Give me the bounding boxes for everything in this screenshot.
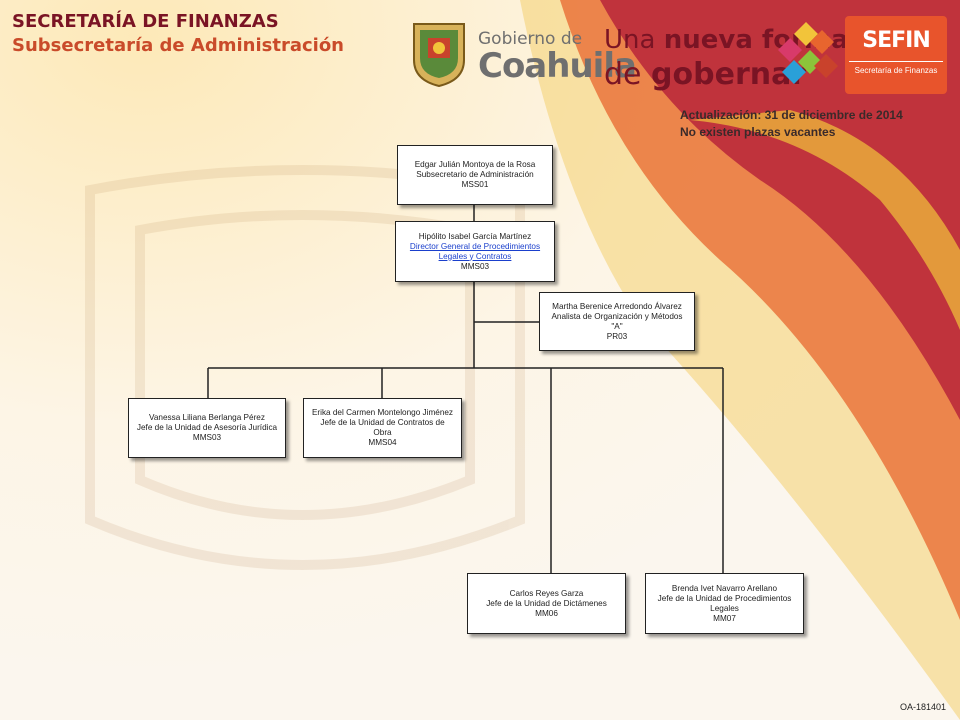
sefin-name: SEFIN (862, 28, 931, 53)
org-box-subsecretario: Edgar Julián Montoya de la Rosa Subsecre… (397, 145, 553, 205)
sefin-logo: SEFIN Secretaría de Finanzas (845, 16, 947, 94)
contratos-code: MMS04 (368, 438, 397, 447)
director-name: Hipólito Isabel García Martínez (418, 231, 532, 241)
procedimientos-title-line2: Legales (710, 603, 739, 613)
sefin-subtitle: Secretaría de Finanzas (854, 66, 938, 75)
slogan-logo: Una nueva forma de gobernar (604, 24, 849, 95)
root-name: Edgar Julián Montoya de la Rosa (414, 160, 536, 169)
contratos-name: Erika del Carmen Montelongo Jiménez (311, 408, 454, 417)
org-box-contratos-obra: Erika del Carmen Montelongo Jiménez Jefe… (303, 398, 462, 458)
director-title-line1: Director General de Procedimientos (409, 241, 541, 251)
root-code: MSS01 (461, 180, 489, 189)
update-note: Actualización: 31 de diciembre de 2014 N… (680, 107, 903, 141)
slogan-de: de (604, 57, 652, 92)
org-box-dictamenes: Carlos Reyes Garza Jefe de la Unidad de … (467, 573, 626, 634)
update-date: Actualización: 31 de diciembre de 2014 (680, 108, 903, 122)
dictamenes-code: MM06 (535, 608, 558, 618)
analyst-name: Martha Berenice Arredondo Álvarez (552, 301, 682, 311)
subsecretaria-subtitle: Subsecretaría de Administración (12, 35, 344, 56)
procedimientos-name: Brenda Ivet Navarro Arellano (671, 583, 778, 593)
document-code: OA-181401 (899, 702, 946, 712)
coahuila-text: Coahuila (478, 46, 637, 86)
dictamenes-name: Carlos Reyes Garza (509, 588, 584, 598)
secretaria-title: SECRETARÍA DE FINANZAS (12, 11, 279, 32)
contratos-title-line2: Obra (373, 428, 392, 437)
director-title-link[interactable]: Director General de Procedimientos Legal… (398, 242, 552, 262)
contratos-title-line1: Jefe de la Unidad de Contratos de (320, 418, 445, 427)
org-box-director-general: Hipólito Isabel García Martínez Director… (395, 221, 555, 282)
org-box-procedimientos-legales: Brenda Ivet Navarro Arellano Jefe de la … (645, 573, 804, 634)
slogan-gobernar: gobernar (651, 57, 807, 92)
coahuila-coat-of-arms-icon (413, 23, 465, 88)
dictamenes-title: Jefe de la Unidad de Dictámenes (486, 598, 607, 608)
director-code: MMS03 (460, 261, 490, 271)
root-title: Subsecretario de Administración (416, 170, 534, 179)
juridica-name: Vanessa Liliana Berlanga Pérez (149, 413, 265, 422)
sefin-divider (849, 61, 943, 62)
juridica-title: Jefe de la Unidad de Asesoría Jurídica (136, 423, 278, 432)
analyst-title-line2: "A" (611, 321, 623, 331)
analyst-code: PR03 (606, 331, 628, 341)
procedimientos-code: MM07 (713, 613, 736, 623)
colored-diamonds-icon (778, 22, 838, 84)
juridica-code: MMS03 (192, 433, 222, 442)
slogan-line2: de gobernar (604, 59, 849, 95)
page-title: SECRETARÍA DE FINANZAS Subsecretaría de … (12, 10, 344, 58)
org-box-analista: Martha Berenice Arredondo Álvarez Analis… (539, 292, 695, 351)
slogan-line1: Una nueva forma (604, 24, 849, 59)
vacancies-note: No existen plazas vacantes (680, 125, 836, 139)
slogan-una: Una (604, 25, 664, 55)
gobierno-de-text: Gobierno de (478, 29, 583, 49)
procedimientos-title-line1: Jefe de la Unidad de Procedimientos (657, 593, 792, 603)
org-box-asesoria-juridica: Vanessa Liliana Berlanga Pérez Jefe de l… (128, 398, 286, 458)
analyst-title-line1: Analista de Organización y Métodos (551, 311, 683, 321)
gobierno-coahuila-logo: Gobierno de Coahuila (478, 29, 637, 86)
director-title-line2: Legales y Contratos (438, 251, 512, 261)
